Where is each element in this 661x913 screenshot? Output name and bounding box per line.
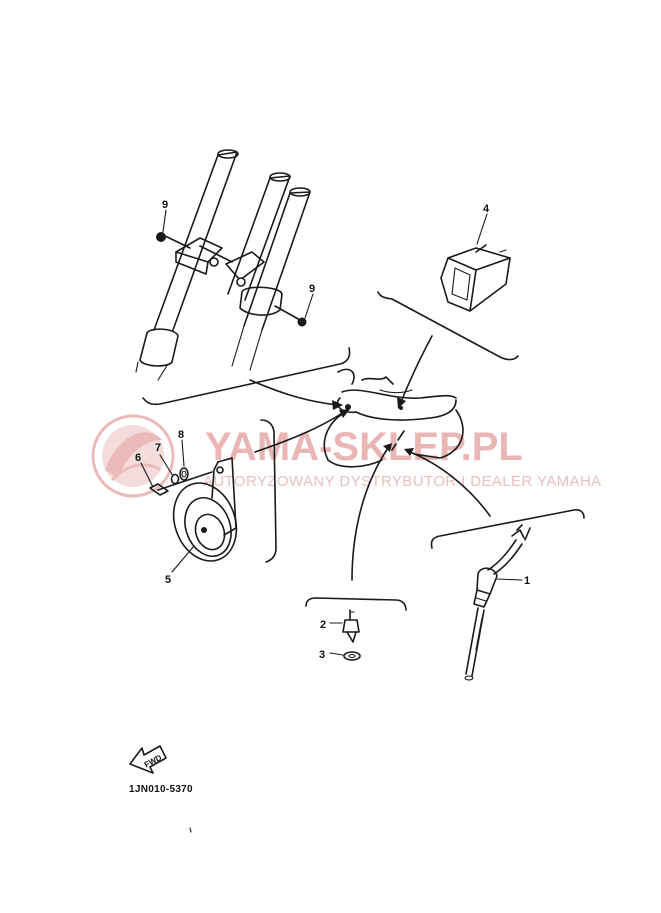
fwd-arrow-label: FWD	[143, 753, 164, 770]
callout-8: 8	[178, 429, 184, 441]
horn-illustration	[149, 419, 277, 563]
forward-arrow-icon: FWD	[129, 745, 167, 774]
diagram-code: 1JN010-5370	[129, 784, 193, 795]
leader-lines	[140, 209, 523, 833]
callout-labels: 9 9 4 6 7 8 5 2 3 1	[135, 199, 530, 661]
switch-parts-illustration	[305, 597, 407, 661]
callout-9-top: 9	[162, 199, 168, 211]
callout-3: 3	[319, 649, 325, 661]
callout-2: 2	[320, 619, 326, 631]
watermark: YAMA-SKLEP.PL AUTORYZOWANY DYSTRYBUTOR I…	[91, 414, 602, 498]
callout-5: 5	[165, 574, 171, 586]
callout-4: 4	[483, 203, 490, 215]
front-fork-illustration	[135, 149, 351, 406]
callout-7: 7	[155, 442, 161, 454]
watermark-title: YAMA-SKLEP.PL	[205, 425, 523, 469]
callout-1: 1	[524, 575, 530, 587]
watermark-logo-icon	[91, 414, 175, 498]
watermark-subtitle: AUTORYZOWANY DYSTRYBUTOR I DEALER YAMAHA	[203, 473, 602, 490]
callout-6: 6	[135, 452, 141, 464]
cable-switch-illustration	[430, 509, 585, 681]
connection-arrows	[249, 335, 491, 581]
relay-illustration	[377, 244, 519, 361]
callout-9-bottom: 9	[309, 283, 315, 295]
